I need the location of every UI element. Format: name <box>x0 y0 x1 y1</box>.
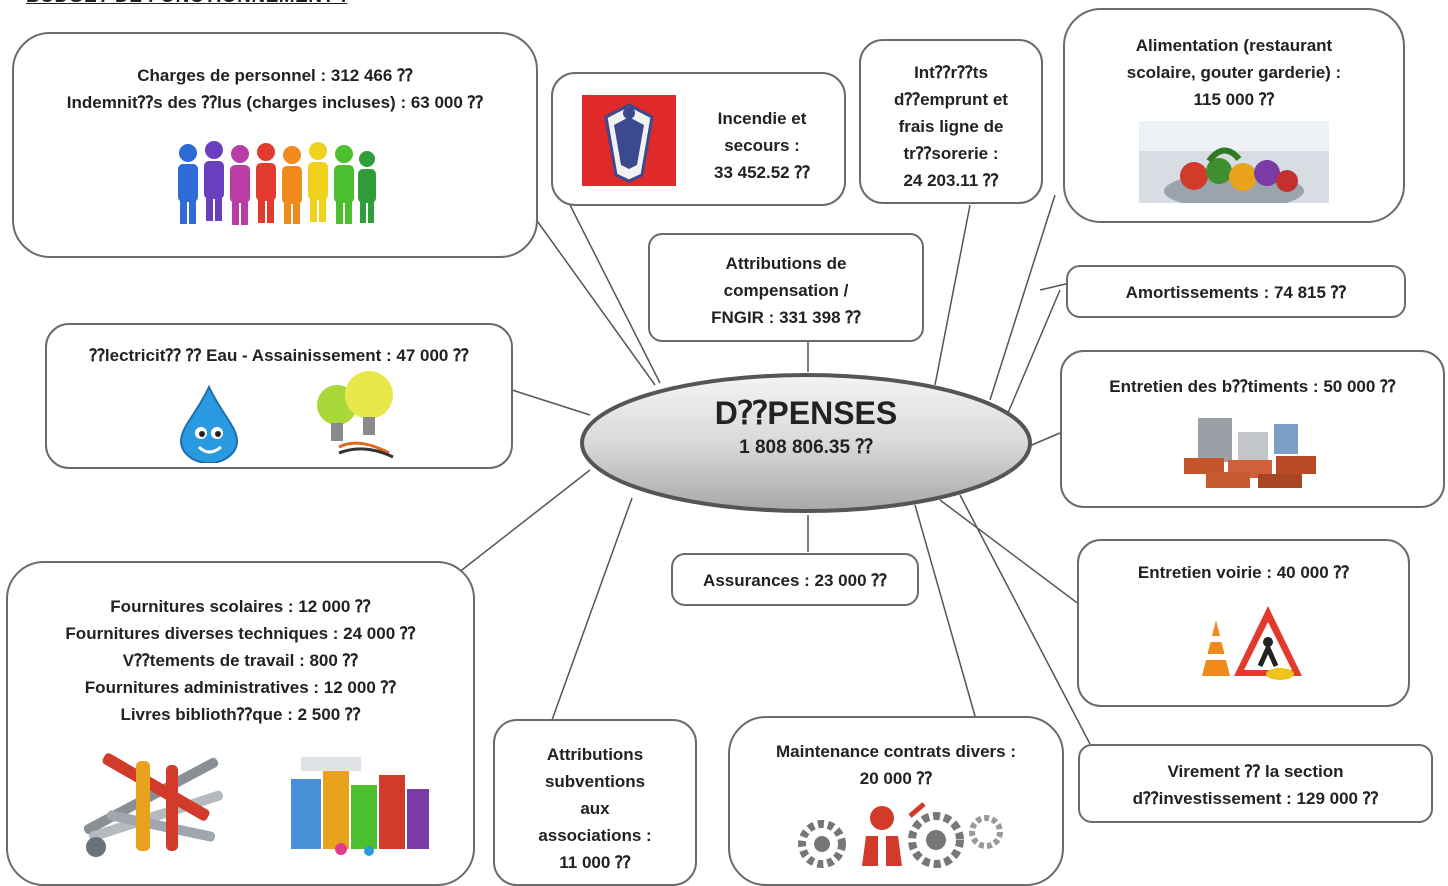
fournitures-line1: Fournitures scolaires : 12 000 ⁇ <box>110 597 371 616</box>
tools-icon <box>83 753 224 857</box>
office-supplies-icon <box>291 757 429 856</box>
maintenance-gears-icon <box>798 802 1003 868</box>
fournitures-line5: Livres biblioth⁇que : 2 500 ⁇ <box>120 705 361 724</box>
node-maintenance: Maintenance contrats divers : 20 000 ⁇ <box>728 716 1064 886</box>
node-interets: Int⁇r⁇ts d⁇emprunt et frais ligne de tr⁇… <box>859 39 1043 204</box>
node-assurances: Assurances : 23 000 ⁇ <box>671 553 919 606</box>
virement-line2: d⁇investissement : 129 000 ⁇ <box>1132 789 1379 808</box>
node-fournitures: Fournitures scolaires : 12 000 ⁇ Fournit… <box>6 561 475 886</box>
fournitures-line4: Fournitures administratives : 12 000 ⁇ <box>84 678 397 697</box>
light-bulbs-icon <box>317 371 394 459</box>
batiments-line1: Entretien des b⁇timents : 50 000 ⁇ <box>1109 377 1396 396</box>
node-batiments: Entretien des b⁇timents : 50 000 ⁇ <box>1060 350 1445 508</box>
node-amortissements: Amortissements : 74 815 ⁇ <box>1066 265 1406 318</box>
construction-materials-icon <box>1183 418 1316 488</box>
subventions-line2: subventions <box>544 772 646 791</box>
node-voirie: Entretien voirie : 40 000 ⁇ <box>1077 539 1410 707</box>
interets-line3: frais ligne de <box>898 117 1004 136</box>
node-incendie: Incendie et secours : 33 452.52 ⁇ <box>551 72 846 206</box>
center-label: D⁇PENSES <box>714 395 898 431</box>
center-node: D⁇PENSES 1 808 806.35 ⁇ <box>581 393 1031 463</box>
fournitures-line2: Fournitures diverses techniques : 24 000… <box>65 624 416 643</box>
node-electricite: ⁇lectricit⁇ ⁇ Eau - Assainissement : 47 … <box>45 323 513 469</box>
incendie-line3: 33 452.52 ⁇ <box>713 163 811 182</box>
fournitures-line3: V⁇tements de travail : 800 ⁇ <box>122 651 359 670</box>
electricite-line1: ⁇lectricit⁇ ⁇ Eau - Assainissement : 47 … <box>89 346 469 365</box>
assurances-line1: Assurances : 23 000 ⁇ <box>703 571 887 590</box>
alimentation-line1: Alimentation (restaurant <box>1135 36 1333 55</box>
people-group-icon <box>178 141 376 225</box>
personnel-line1: Charges de personnel : 312 466 ⁇ <box>137 66 413 85</box>
roadworks-icon <box>1201 606 1302 680</box>
interets-line4: tr⁇sorerie : <box>903 144 999 163</box>
page-title: BUDGET DE FONCTIONNEMENT : <box>26 0 347 8</box>
interets-line1: Int⁇r⁇ts <box>914 63 988 82</box>
subventions-line3: aux <box>580 799 610 818</box>
maintenance-line1: Maintenance contrats divers : <box>776 742 1016 761</box>
interets-line5: 24 203.11 ⁇ <box>903 171 999 190</box>
interets-line2: d⁇emprunt et <box>894 90 1008 109</box>
node-personnel: Charges de personnel : 312 466 ⁇ Indemni… <box>12 32 538 258</box>
maintenance-line2: 20 000 ⁇ <box>859 769 933 788</box>
center-total: 1 808 806.35 ⁇ <box>739 437 873 458</box>
subventions-line5: 11 000 ⁇ <box>559 853 631 872</box>
node-virement: Virement ⁇ la section d⁇investissement :… <box>1078 744 1433 823</box>
amortissements-line1: Amortissements : 74 815 ⁇ <box>1125 283 1347 302</box>
node-attributions-compensation: Attributions de compensation / FNGIR : 3… <box>648 233 924 342</box>
alimentation-line3: 115 000 ⁇ <box>1193 90 1275 109</box>
incendie-line1: Incendie et <box>717 109 807 128</box>
node-subventions: Attributions subventions aux association… <box>493 719 697 886</box>
attributions-comp-line1: Attributions de <box>725 254 847 273</box>
water-drop-icon <box>179 384 239 463</box>
subventions-line4: associations : <box>538 826 652 845</box>
virement-line1: Virement ⁇ la section <box>1167 762 1344 781</box>
alimentation-line2: scolaire, gouter garderie) : <box>1126 63 1342 82</box>
node-alimentation: Alimentation (restaurant scolaire, goute… <box>1063 8 1405 223</box>
attributions-comp-line3: FNGIR : 331 398 ⁇ <box>711 308 861 327</box>
firefighter-badge-icon <box>582 95 676 186</box>
subventions-line1: Attributions <box>546 745 644 764</box>
attributions-comp-line2: compensation / <box>723 281 849 300</box>
vegetables-icon <box>1139 121 1329 209</box>
voirie-line1: Entretien voirie : 40 000 ⁇ <box>1137 563 1350 582</box>
center-ellipse <box>580 373 1032 513</box>
personnel-line2: Indemnit⁇s des ⁇lus (charges incluses) :… <box>66 93 484 112</box>
incendie-line2: secours : <box>724 136 800 155</box>
